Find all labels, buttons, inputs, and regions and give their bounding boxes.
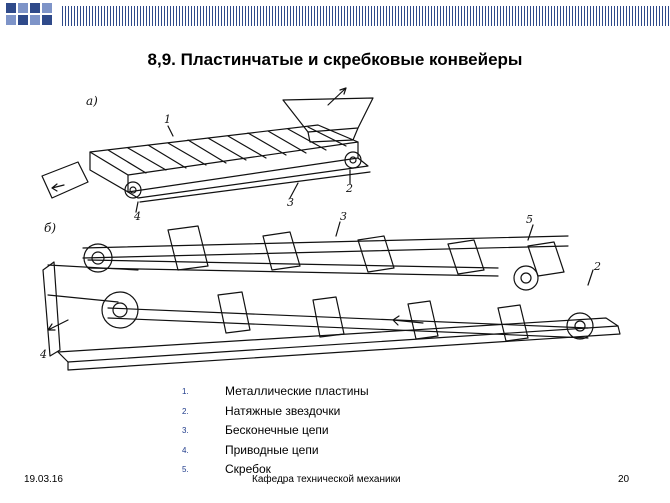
figure-label-a: а): [86, 94, 98, 108]
list-item-number: 4.: [182, 445, 189, 455]
slide-title: 8,9. Пластинчатые и скребковые конвейеры: [147, 50, 523, 69]
list-item-text: Металлические пластины: [225, 384, 369, 398]
conveyor-diagram: а) б) 1 2 3 4 3 5 2 4: [39, 87, 621, 371]
list-item-number: 1.: [182, 387, 189, 396]
list-item-text: Приводные цепи: [225, 442, 319, 457]
list-item-text: Натяжные звездочки: [225, 403, 341, 418]
callout-b-5: 5: [526, 213, 533, 226]
list-item-number: 2.: [182, 406, 189, 416]
decorative-striped-band: [62, 6, 670, 26]
callout-b-2: 2: [593, 260, 601, 273]
callout-a-3: 3: [287, 196, 294, 209]
callout-b-3: 3: [340, 210, 347, 223]
list-item-text: Скребок: [225, 462, 271, 476]
footer-department: Кафедра технической механики: [252, 474, 401, 485]
callout-a-4: 4: [133, 210, 141, 223]
figure-label-b: б): [44, 221, 56, 235]
callout-a-2: 2: [345, 182, 353, 195]
callout-a-1: 1: [164, 113, 171, 126]
plate-conveyor-drawing: [41, 87, 374, 213]
callout-b-4: 4: [39, 348, 47, 361]
list-item-text: Бесконечные цепи: [225, 423, 329, 437]
scraper-conveyor-drawing: [42, 221, 621, 371]
list-item-number: 5.: [182, 465, 189, 474]
footer-date: 19.03.16: [24, 474, 63, 485]
header-decoration: [0, 0, 670, 34]
list-item-number: 3.: [182, 426, 189, 435]
footer-page-number: 20: [618, 474, 630, 485]
